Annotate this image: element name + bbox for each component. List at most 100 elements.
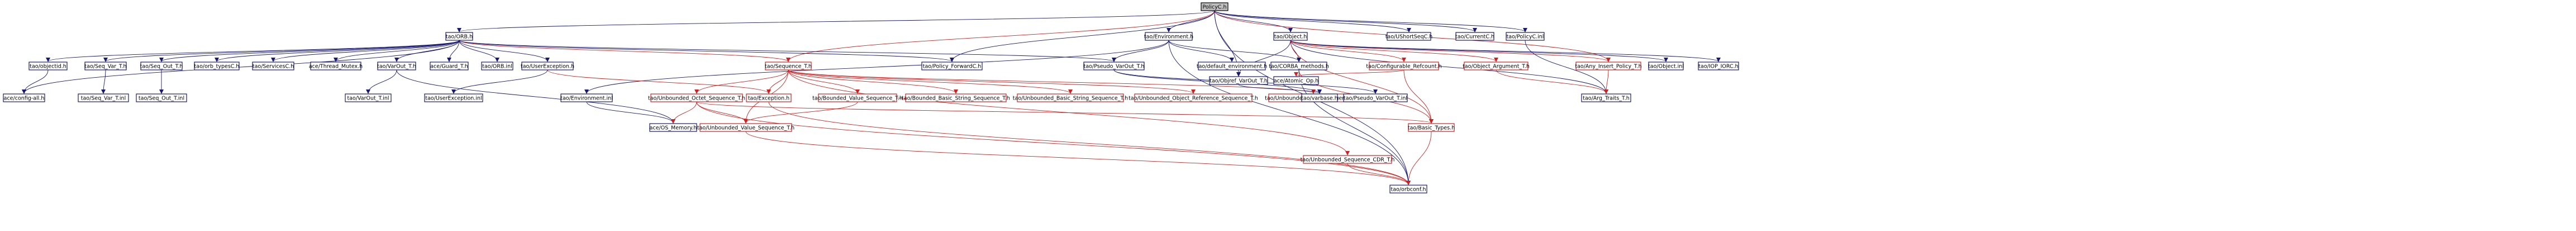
- node-default-environment-h[interactable]: tao/default_environment.h: [1197, 62, 1267, 70]
- node-corba-methods-h[interactable]: tao/CORBA_methods.h: [1269, 62, 1329, 70]
- node-policy-forwardc-h[interactable]: tao/Policy_ForwardC.h: [921, 62, 983, 70]
- edge-object-h-to-objref-varout-t-h: [1236, 40, 1291, 77]
- node-label: tao/Environment.inl: [560, 96, 613, 102]
- node-unbounded-object-reference-sequence-t-h[interactable]: tao/Unbounded_Object_Reference_Sequence_…: [1129, 93, 1258, 102]
- edge-policyc-h-to-currentc-h: [1214, 10, 1477, 32]
- node-box: [1270, 62, 1327, 70]
- node-label: tao/ServicesC.h: [253, 64, 294, 70]
- node-seq-var-t-inl[interactable]: tao/Seq_Var_T.inl: [78, 93, 129, 102]
- node-box: [481, 62, 513, 70]
- node-config-all-h[interactable]: ace/config-all.h: [3, 93, 45, 102]
- node-label: tao/default_environment.h: [1197, 64, 1267, 70]
- node-box: [310, 62, 361, 70]
- node-iop-iorc-h[interactable]: tao/IOP_IORC.h: [1698, 62, 1739, 70]
- node-pseudo-varout-t-inl[interactable]: tao/Pseudo_VarOut_T.inl: [1343, 93, 1408, 102]
- node-label: tao/ORB.inl: [482, 64, 512, 70]
- node-label: ace/Guard_T.h: [430, 64, 468, 70]
- node-basic-types-h[interactable]: tao/Basic_Types.h: [1408, 123, 1455, 132]
- node-seq-out-t-h[interactable]: tao/Seq_Out_T.h: [140, 62, 183, 70]
- edge-policyc-inl-to-arg-traits-t-h: [1525, 40, 1608, 94]
- edge-sequence-t-h-to-unbounded-octet-sequence-t-h: [694, 69, 789, 94]
- node-seq-out-t-inl[interactable]: tao/Seq_Out_T.inl: [136, 93, 187, 102]
- node-box: [377, 62, 416, 70]
- edge-environment-inl-to-os-memory-h: [586, 101, 675, 124]
- node-varbase-h[interactable]: tao/varbase.h: [1301, 93, 1338, 102]
- node-label: tao/Exception.h: [748, 96, 789, 102]
- node-bounded-basic-string-sequence-t-h[interactable]: tao/Bounded_Basic_String_Sequence_T.h: [902, 93, 1010, 102]
- node-unbounded-octet-sequence-t-h[interactable]: tao/Unbounded_Octet_Sequence_T.h: [648, 93, 745, 102]
- node-atomic-op-h[interactable]: ace/Atomic_Op.h: [1273, 76, 1319, 85]
- node-object-argument-t-h[interactable]: tao/Object_Argument_T.h: [1463, 62, 1530, 70]
- node-thread-mutex-h[interactable]: ace/Thread_Mutex.h: [309, 62, 363, 70]
- node-label: tao/Object_Argument_T.h: [1463, 64, 1530, 70]
- node-guard-t-h[interactable]: ace/Guard_T.h: [430, 62, 469, 70]
- node-label: tao/Seq_Var_T.inl: [81, 96, 126, 102]
- node-policyc-inl[interactable]: tao/PolicyC.inl: [1506, 32, 1545, 41]
- node-orb-h[interactable]: tao/ORB.h: [445, 32, 473, 41]
- node-box: [78, 93, 129, 102]
- edge-object-h-to-arg-traits-t-h: [1290, 40, 1608, 94]
- node-ushortseqc-h[interactable]: tao/UShortSeqC.h: [1385, 32, 1433, 41]
- node-objref-varout-t-h[interactable]: tao/Objref_VarOut_T.h: [1209, 76, 1268, 85]
- edge-policyc-h-to-orb-h: [457, 10, 1215, 32]
- node-currentc-h[interactable]: tao/CurrentC.h: [1455, 32, 1494, 41]
- edge-sequence-t-h-to-exception-h: [766, 69, 789, 94]
- node-sequence-t-h[interactable]: tao/Sequence_T.h: [765, 62, 812, 70]
- node-unbounded-value-sequence-t-h[interactable]: tao/Unbounded_Value_Sequence_T.h: [697, 123, 794, 132]
- node-box: [1145, 32, 1193, 41]
- node-orb-typesc-h[interactable]: tao/orb_typesC.h: [194, 62, 240, 70]
- node-exception-h[interactable]: tao/Exception.h: [746, 93, 792, 102]
- node-os-memory-h[interactable]: ace/OS_Memory.h: [649, 123, 697, 132]
- node-bounded-value-sequence-t-h[interactable]: tao/Bounded_Value_Sequence_T.h: [812, 93, 903, 102]
- edges-layer: [22, 10, 1721, 185]
- edge-environment-h-to-corba-methods-h: [1168, 40, 1301, 62]
- node-box: [521, 62, 574, 70]
- node-box: [1369, 62, 1439, 70]
- node-box: [765, 62, 812, 70]
- node-label: tao/CORBA_methods.h: [1269, 64, 1329, 70]
- node-userexception-h[interactable]: tao/UserException.h: [521, 62, 574, 70]
- node-object-inl[interactable]: tao/Object.inl: [1648, 62, 1684, 70]
- node-any-insert-policy-t-h[interactable]: tao/Any_Insert_Policy_T.h: [1575, 62, 1642, 70]
- node-varout-t-inl[interactable]: tao/VarOut_T.inl: [345, 93, 392, 102]
- node-label: tao/Policy_ForwardC.h: [923, 64, 982, 70]
- edge-userexception-h-to-exception-h: [547, 69, 771, 94]
- node-objectid-h[interactable]: tao/objectid.h: [28, 62, 68, 70]
- edge-objref-varout-t-h-to-varbase-h: [1238, 84, 1322, 94]
- node-servicesc-h[interactable]: tao/ServicesC.h: [252, 62, 294, 70]
- node-label: tao/Object.h: [1274, 34, 1307, 40]
- node-environment-inl[interactable]: tao/Environment.inl: [560, 93, 613, 102]
- node-label: ace/OS_Memory.h: [650, 125, 697, 131]
- edge-orb-h-to-seq-out-t-h: [159, 40, 460, 62]
- node-orb-inl[interactable]: tao/ORB.inl: [481, 62, 513, 70]
- edge-environment-h-to-environment-inl: [584, 40, 1169, 94]
- node-label: tao/Unbounded_Basic_String_Sequence_T.h: [1013, 96, 1128, 102]
- node-box: [1464, 62, 1529, 70]
- edge-object-argument-t-h-to-arg-traits-t-h: [1496, 69, 1608, 94]
- node-box: [1273, 76, 1319, 85]
- node-label: ace/Atomic_Op.h: [1274, 78, 1318, 84]
- node-seq-var-t-h[interactable]: tao/Seq_Var_T.h: [84, 62, 127, 70]
- node-userexception-inl[interactable]: tao/UserException.inl: [424, 93, 483, 102]
- node-unbounded-sequence-cdr-t-h[interactable]: tao/Unbounded_Sequence_CDR_T.h: [1301, 155, 1395, 164]
- node-box: [1273, 32, 1308, 41]
- edge-orb-h-to-pseudo-varout-t-h: [459, 40, 1116, 62]
- node-arg-traits-t-h[interactable]: tao/Arg_Traits_T.h: [1581, 93, 1631, 102]
- node-orbconf-h[interactable]: tao/orbconf.h: [1389, 185, 1427, 194]
- node-label: tao/Unbounded_Octet_Sequence_T.h: [648, 96, 745, 102]
- node-box: [140, 62, 183, 70]
- node-configurable-refcount-h[interactable]: tao/Configurable_Refcount.h: [1366, 62, 1442, 70]
- node-object-h[interactable]: tao/Object.h: [1273, 32, 1308, 41]
- node-varout-t-h[interactable]: tao/VarOut_T.h: [377, 62, 416, 70]
- node-label: tao/Basic_Types.h: [1408, 125, 1455, 131]
- node-unbounded-basic-string-sequence-t-h[interactable]: tao/Unbounded_Basic_String_Sequence_T.h: [1013, 93, 1128, 102]
- node-policyc-h[interactable]: PolicyC.h: [1201, 2, 1229, 11]
- node-box: [746, 93, 792, 102]
- node-environment-h[interactable]: tao/Environment.h: [1144, 32, 1193, 41]
- edge-seq-var-t-h-to-seq-var-t-inl: [101, 69, 106, 94]
- node-label: tao/varbase.h: [1301, 96, 1338, 102]
- node-label: tao/Seq_Var_T.h: [84, 64, 126, 70]
- edge-object-h-to-configurable-refcount-h: [1290, 40, 1406, 62]
- node-label: tao/Environment.h: [1144, 34, 1193, 40]
- node-pseudo-varout-t-h[interactable]: tao/Pseudo_VarOut_T.h: [1083, 62, 1145, 70]
